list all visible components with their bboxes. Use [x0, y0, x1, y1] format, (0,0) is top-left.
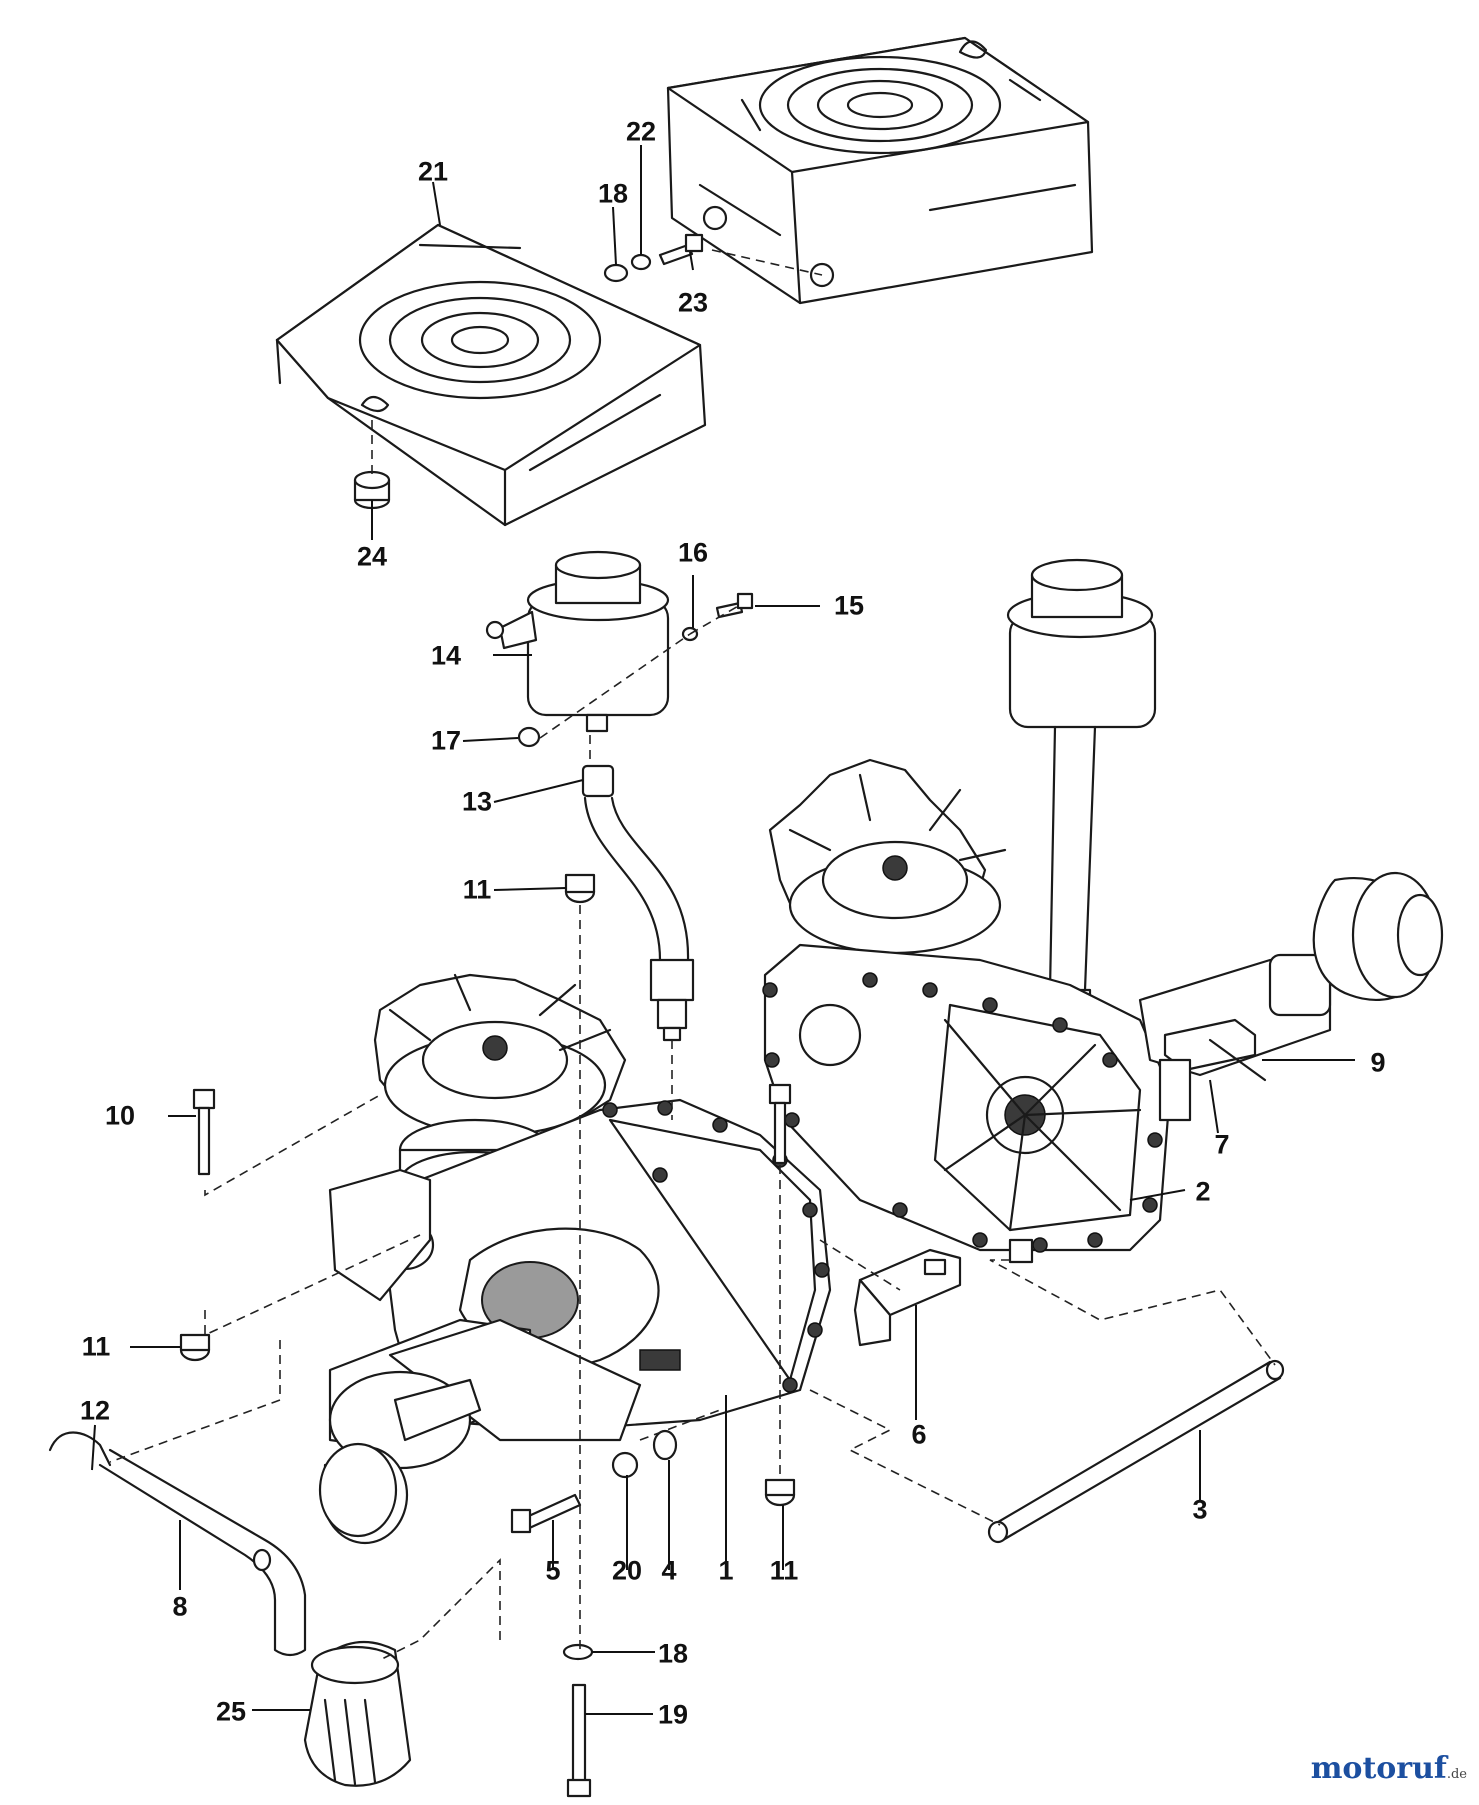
fan-shroud-left: [275, 223, 707, 527]
watermark-tld: .de: [1446, 1767, 1467, 1782]
transaxle-right: [762, 558, 1444, 1264]
bolt-10: [192, 1088, 216, 1176]
watermark-brand: motoruf: [1310, 1751, 1447, 1786]
callout-23: 23: [677, 287, 709, 318]
callout-11-top: 11: [462, 874, 492, 905]
reservoir-hose: [581, 764, 695, 1042]
mounting-bracket: [853, 1248, 962, 1347]
bypass-rod: [48, 1431, 307, 1657]
callout-21: 21: [417, 156, 449, 187]
bottom-bolt-and-washer: [562, 1643, 594, 1798]
washer-and-bolt-hardware: [603, 233, 704, 283]
callout-12: 12: [79, 1395, 111, 1426]
callout-17: 17: [430, 725, 462, 756]
callout-9: 9: [1370, 1047, 1386, 1078]
callout-5: 5: [545, 1555, 561, 1586]
housing-bolts: [762, 972, 1163, 1253]
oil-reservoir-left: [485, 550, 754, 748]
leader-lines: [91, 145, 1355, 1715]
callout-4: 4: [661, 1555, 677, 1586]
assembly-lines: [109, 249, 1276, 1661]
rubber-bumper-top: [353, 470, 391, 490]
callout-1: 1: [718, 1555, 734, 1586]
watermark-logo: motoruf.de: [1311, 1751, 1467, 1786]
callout-22: 22: [625, 116, 657, 147]
callout-18-top: 18: [597, 178, 629, 209]
transaxle-left: [318, 973, 832, 1545]
callout-7: 7: [1214, 1129, 1230, 1160]
callout-3: 3: [1192, 1494, 1208, 1525]
callout-18-bottom: 18: [657, 1638, 689, 1669]
connecting-rod: [987, 1359, 1285, 1544]
callout-11-left: 11: [81, 1331, 111, 1362]
callout-8: 8: [172, 1591, 188, 1622]
callout-6: 6: [911, 1419, 927, 1450]
oil-filter: [303, 1640, 412, 1787]
callout-15: 15: [833, 590, 865, 621]
flange-nuts: [179, 873, 796, 1507]
callout-14: 14: [430, 640, 462, 671]
callout-24: 24: [356, 541, 388, 572]
bolt-vertical: [768, 1083, 792, 1165]
callout-10: 10: [104, 1100, 136, 1131]
fan-shroud-right: [666, 36, 1094, 305]
callout-20: 20: [611, 1555, 643, 1586]
callout-2: 2: [1195, 1176, 1211, 1207]
callout-11-bottom: 11: [769, 1555, 799, 1586]
callout-13: 13: [461, 786, 493, 817]
callout-25: 25: [215, 1696, 247, 1727]
callout-19: 19: [657, 1699, 689, 1730]
axle-hardware: [510, 1429, 678, 1534]
callout-16: 16: [677, 537, 709, 568]
